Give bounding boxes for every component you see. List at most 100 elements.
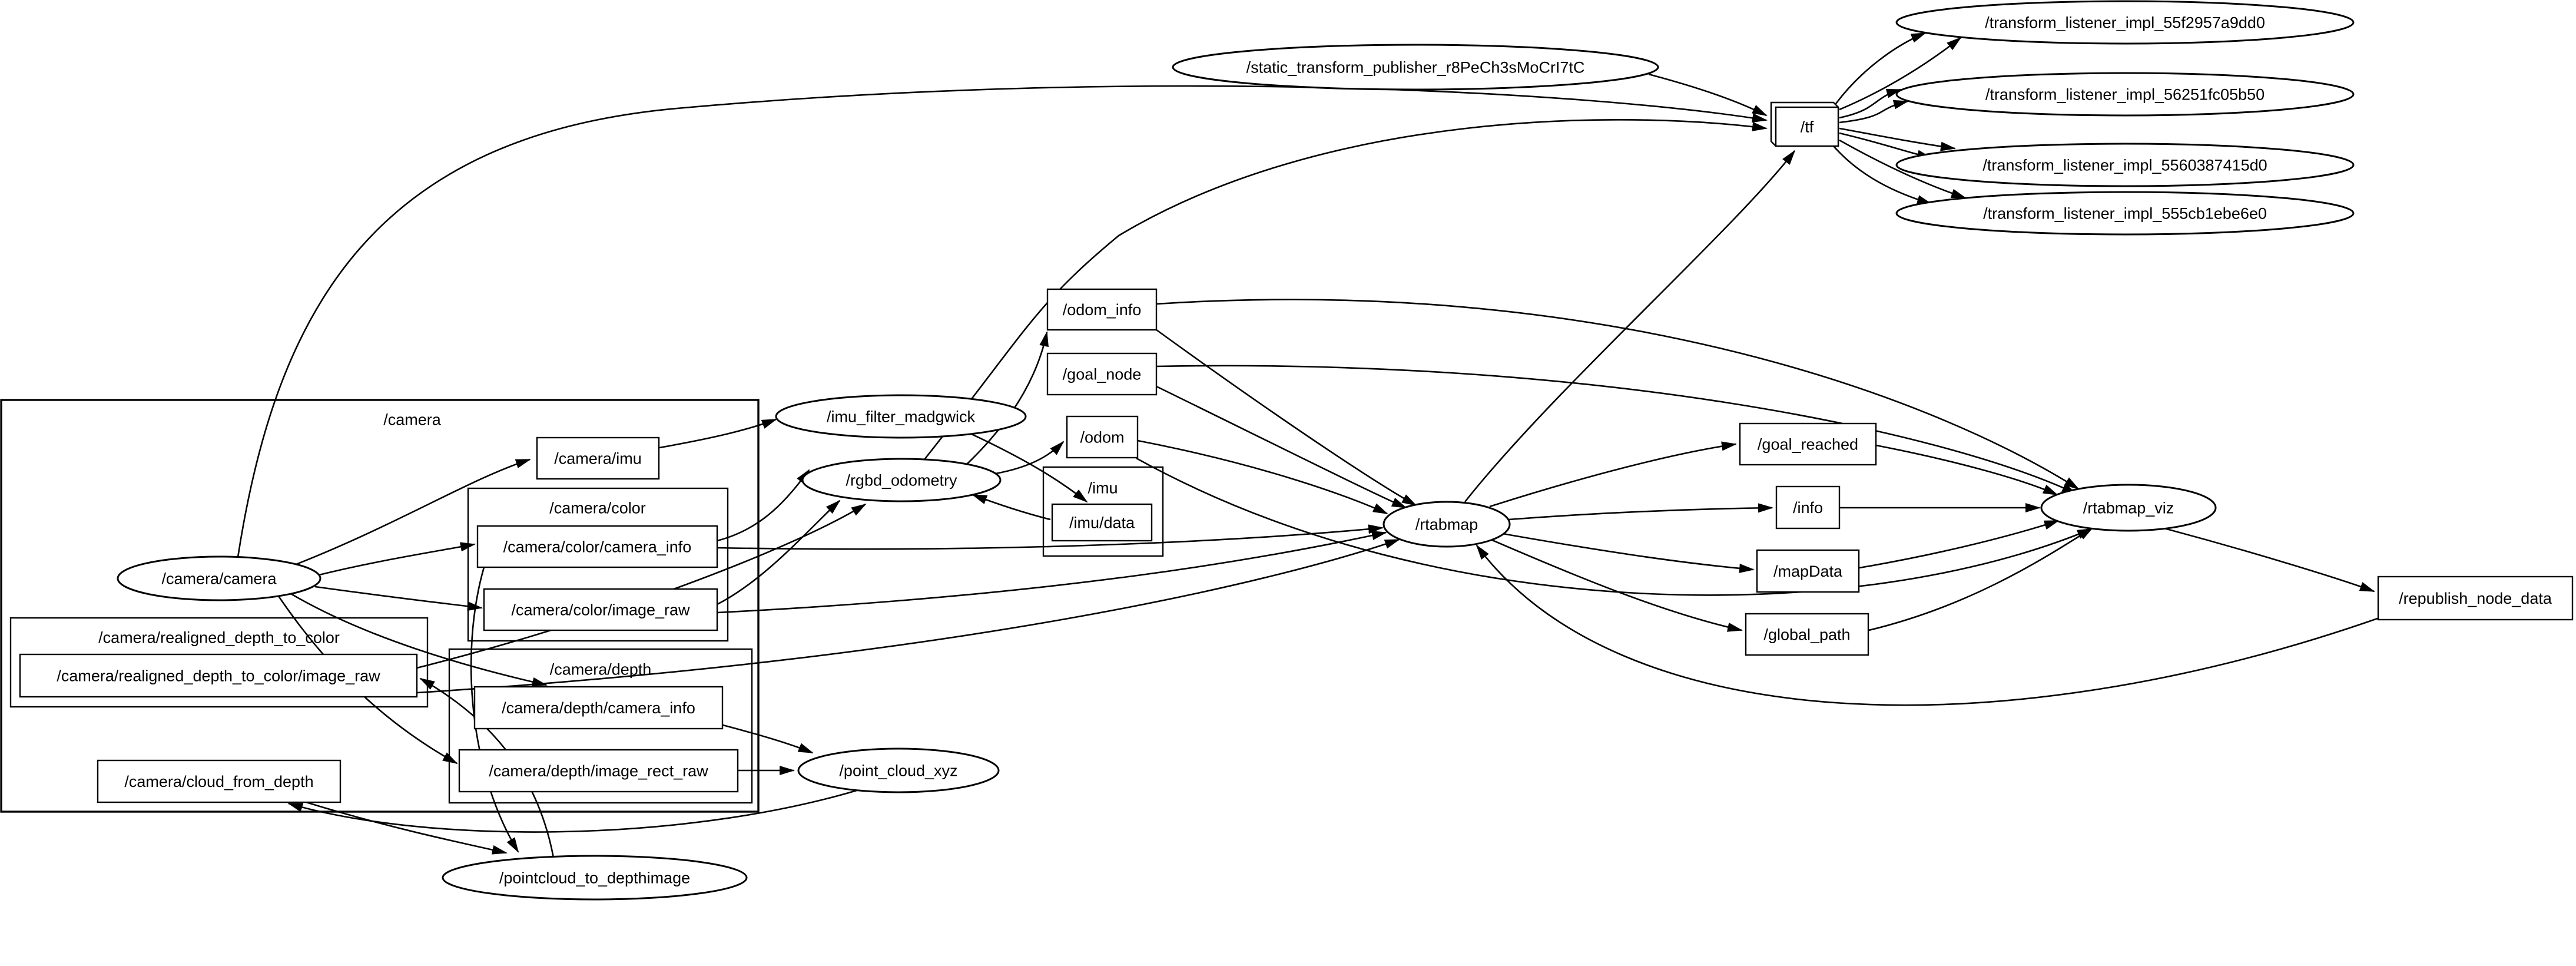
topic-t_depth_raw-shape[interactable] xyxy=(458,749,739,793)
cluster-camera_color-label: /camera/color xyxy=(549,499,646,517)
edge-cam-to-t_color_info xyxy=(319,542,476,576)
node-stp[interactable]: /static_transform_publisher_r8PeCh3sMoCr… xyxy=(1172,44,1659,91)
topic-t_republish[interactable]: /republish_node_data xyxy=(2377,575,2574,621)
node-tl1[interactable]: /transform_listener_impl_55f2957a9dd0 xyxy=(1895,0,2355,45)
node-tl3[interactable]: /transform_listener_impl_5560387415d0 xyxy=(1895,143,2355,187)
edge-rtab-to-t_info xyxy=(1508,503,1773,521)
topic-t_realigned_raw-shape[interactable] xyxy=(19,653,418,698)
cluster-camera_realigned-border xyxy=(9,617,429,708)
node-tl2[interactable]: /transform_listener_impl_56251fc05b50 xyxy=(1895,72,2355,117)
edge-imu_f-to-t_imu_data xyxy=(971,433,1088,503)
topic-t_republish-shape[interactable] xyxy=(2377,575,2574,621)
node-rtab[interactable]: /rtabmap xyxy=(1383,501,1511,548)
topic-t_color_raw-shape[interactable] xyxy=(483,588,718,631)
topic-t_goal_reached-label: /goal_reached xyxy=(1758,435,1858,453)
node-tl2-label: /transform_listener_impl_56251fc05b50 xyxy=(1985,85,2265,103)
edge-rgbd-to-t_odom xyxy=(995,441,1065,475)
node-cam-shape[interactable] xyxy=(117,555,321,601)
topic-t_info[interactable]: /info xyxy=(1775,485,1841,530)
topic-t_realigned_raw[interactable]: /camera/realigned_depth_to_color/image_r… xyxy=(19,653,418,698)
topic-t_global_path[interactable]: /global_path xyxy=(1745,613,1869,656)
topic-t_color_raw[interactable]: /camera/color/image_raw xyxy=(483,588,718,631)
topic-t_global_path-shape[interactable] xyxy=(1745,613,1869,656)
node-rgbd-shape[interactable] xyxy=(801,458,1002,502)
node-tl4[interactable]: /transform_listener_impl_555cb1ebe6e0 xyxy=(1895,191,2355,236)
topic-t_odom_info-label: /odom_info xyxy=(1063,301,1142,319)
node-tl3-shape[interactable] xyxy=(1895,143,2355,187)
topic-t_odom_info[interactable]: /odom_info xyxy=(1046,288,1158,331)
edge-tf-to-tl3 xyxy=(1839,127,1956,151)
topic-t_mapData[interactable]: /mapData xyxy=(1756,549,1860,593)
node-imu_f-shape[interactable] xyxy=(775,394,1027,439)
edge-t_color_raw-to-rtab xyxy=(717,531,1387,614)
node-stp-shape[interactable] xyxy=(1172,44,1659,91)
edge-cam-to-t_cam_imu xyxy=(296,458,531,565)
topic-t_imu_data-shape[interactable] xyxy=(1051,503,1153,542)
cluster-camera_color: /camera/color xyxy=(467,487,729,642)
node-rgbd-label: /rgbd_odometry xyxy=(846,471,957,489)
edge-pcx-to-t_cloud xyxy=(287,789,857,833)
node-tl4-label: /transform_listener_impl_555cb1ebe6e0 xyxy=(1983,204,2267,222)
node-viz-shape[interactable] xyxy=(2040,484,2217,532)
topic-t_goal_reached[interactable]: /goal_reached xyxy=(1739,422,1877,466)
topic-t_goal_node[interactable]: /goal_node xyxy=(1046,352,1158,396)
topic-t_cloud[interactable]: /camera/cloud_from_depth xyxy=(97,759,342,803)
topic-t_mapData-label: /mapData xyxy=(1773,563,1843,580)
node-imu_f[interactable]: /imu_filter_madgwick xyxy=(775,394,1027,439)
edge-t_goal_reached-to-viz xyxy=(1875,444,2058,496)
cluster-camera_realigned-label: /camera/realigned_depth_to_color xyxy=(98,628,340,646)
topic-t_cloud-shape[interactable] xyxy=(97,759,342,803)
topic-t_color_info-label: /camera/color/camera_info xyxy=(503,538,692,555)
node-rtab-shape[interactable] xyxy=(1383,501,1511,548)
topic-t_odom-label: /odom xyxy=(1080,428,1124,446)
topic-t_mapData-shape[interactable] xyxy=(1756,549,1860,593)
edge-t_odom_info-to-viz xyxy=(1156,299,2080,490)
topic-t_info-shape[interactable] xyxy=(1775,485,1841,530)
node-pcd-label: /pointcloud_to_depthimage xyxy=(499,869,690,886)
edge-tf-to-tl1 xyxy=(1839,37,1962,111)
topic-t_republish-label: /republish_node_data xyxy=(2399,590,2552,607)
topic-t_color_info[interactable]: /camera/color/camera_info xyxy=(476,525,718,568)
edge-rgbd-to-t_odom_info xyxy=(966,331,1049,465)
node-pcx-shape[interactable] xyxy=(797,747,1000,793)
topic-t_depth_info-shape[interactable] xyxy=(473,686,724,730)
cluster-camera_depth-border xyxy=(448,648,753,804)
edge-t_realigned_raw-to-rtab xyxy=(416,538,1400,694)
node-tl1-shape[interactable] xyxy=(1895,0,2355,45)
topic-t_goal_reached-shape[interactable] xyxy=(1739,422,1877,466)
topic-t_cloud-label: /camera/cloud_from_depth xyxy=(124,773,313,790)
node-rgbd[interactable]: /rgbd_odometry xyxy=(801,458,1002,502)
topic-t_imu_data[interactable]: /imu/data xyxy=(1051,503,1153,542)
edge-t_odom-to-rtab xyxy=(1137,439,1388,515)
topic-t_odom-shape[interactable] xyxy=(1066,415,1139,459)
edge-t_cam_imu-to-imu_f xyxy=(659,418,777,449)
topic-t_depth_info-label: /camera/depth/camera_info xyxy=(502,699,695,717)
topic-t_odom[interactable]: /odom xyxy=(1066,415,1139,459)
topic-t_depth_raw[interactable]: /camera/depth/image_rect_raw xyxy=(458,749,739,793)
edge-viz-to-t_republish xyxy=(2161,527,2375,593)
topic-t_odom_info-shape[interactable] xyxy=(1046,288,1158,331)
node-viz-label: /rtabmap_viz xyxy=(2083,499,2174,517)
node-pcd[interactable]: /pointcloud_to_depthimage xyxy=(442,855,748,901)
node-rtab-label: /rtabmap xyxy=(1415,515,1478,533)
edge-rtab-to-t_global_path xyxy=(1490,538,1743,632)
topic-t_goal_node-shape[interactable] xyxy=(1046,352,1158,396)
topic-tf[interactable]: /tf xyxy=(1770,101,1839,147)
node-pcx[interactable]: /point_cloud_xyz xyxy=(797,747,1000,793)
node-tl3-label: /transform_listener_impl_5560387415d0 xyxy=(1982,156,2267,174)
node-viz[interactable]: /rtabmap_viz xyxy=(2040,484,2217,532)
node-pcd-shape[interactable] xyxy=(442,855,748,901)
cluster-imu: /imu xyxy=(1042,466,1164,557)
edge-tf-to-tl4 xyxy=(1833,145,1932,205)
edge-cam-to-t_depth_info xyxy=(290,593,548,687)
node-tl2-shape[interactable] xyxy=(1895,72,2355,117)
topic-t_cam_imu[interactable]: /camera/imu xyxy=(536,436,660,480)
topic-t_color_info-shape[interactable] xyxy=(476,525,718,568)
node-tl4-shape[interactable] xyxy=(1895,191,2355,236)
topic-t_cam_imu-shape[interactable] xyxy=(536,436,660,480)
node-cam[interactable]: /camera/camera xyxy=(117,555,321,601)
topic-t_depth_info[interactable]: /camera/depth/camera_info xyxy=(473,686,724,730)
node-tf-shape[interactable] xyxy=(1775,106,1839,147)
